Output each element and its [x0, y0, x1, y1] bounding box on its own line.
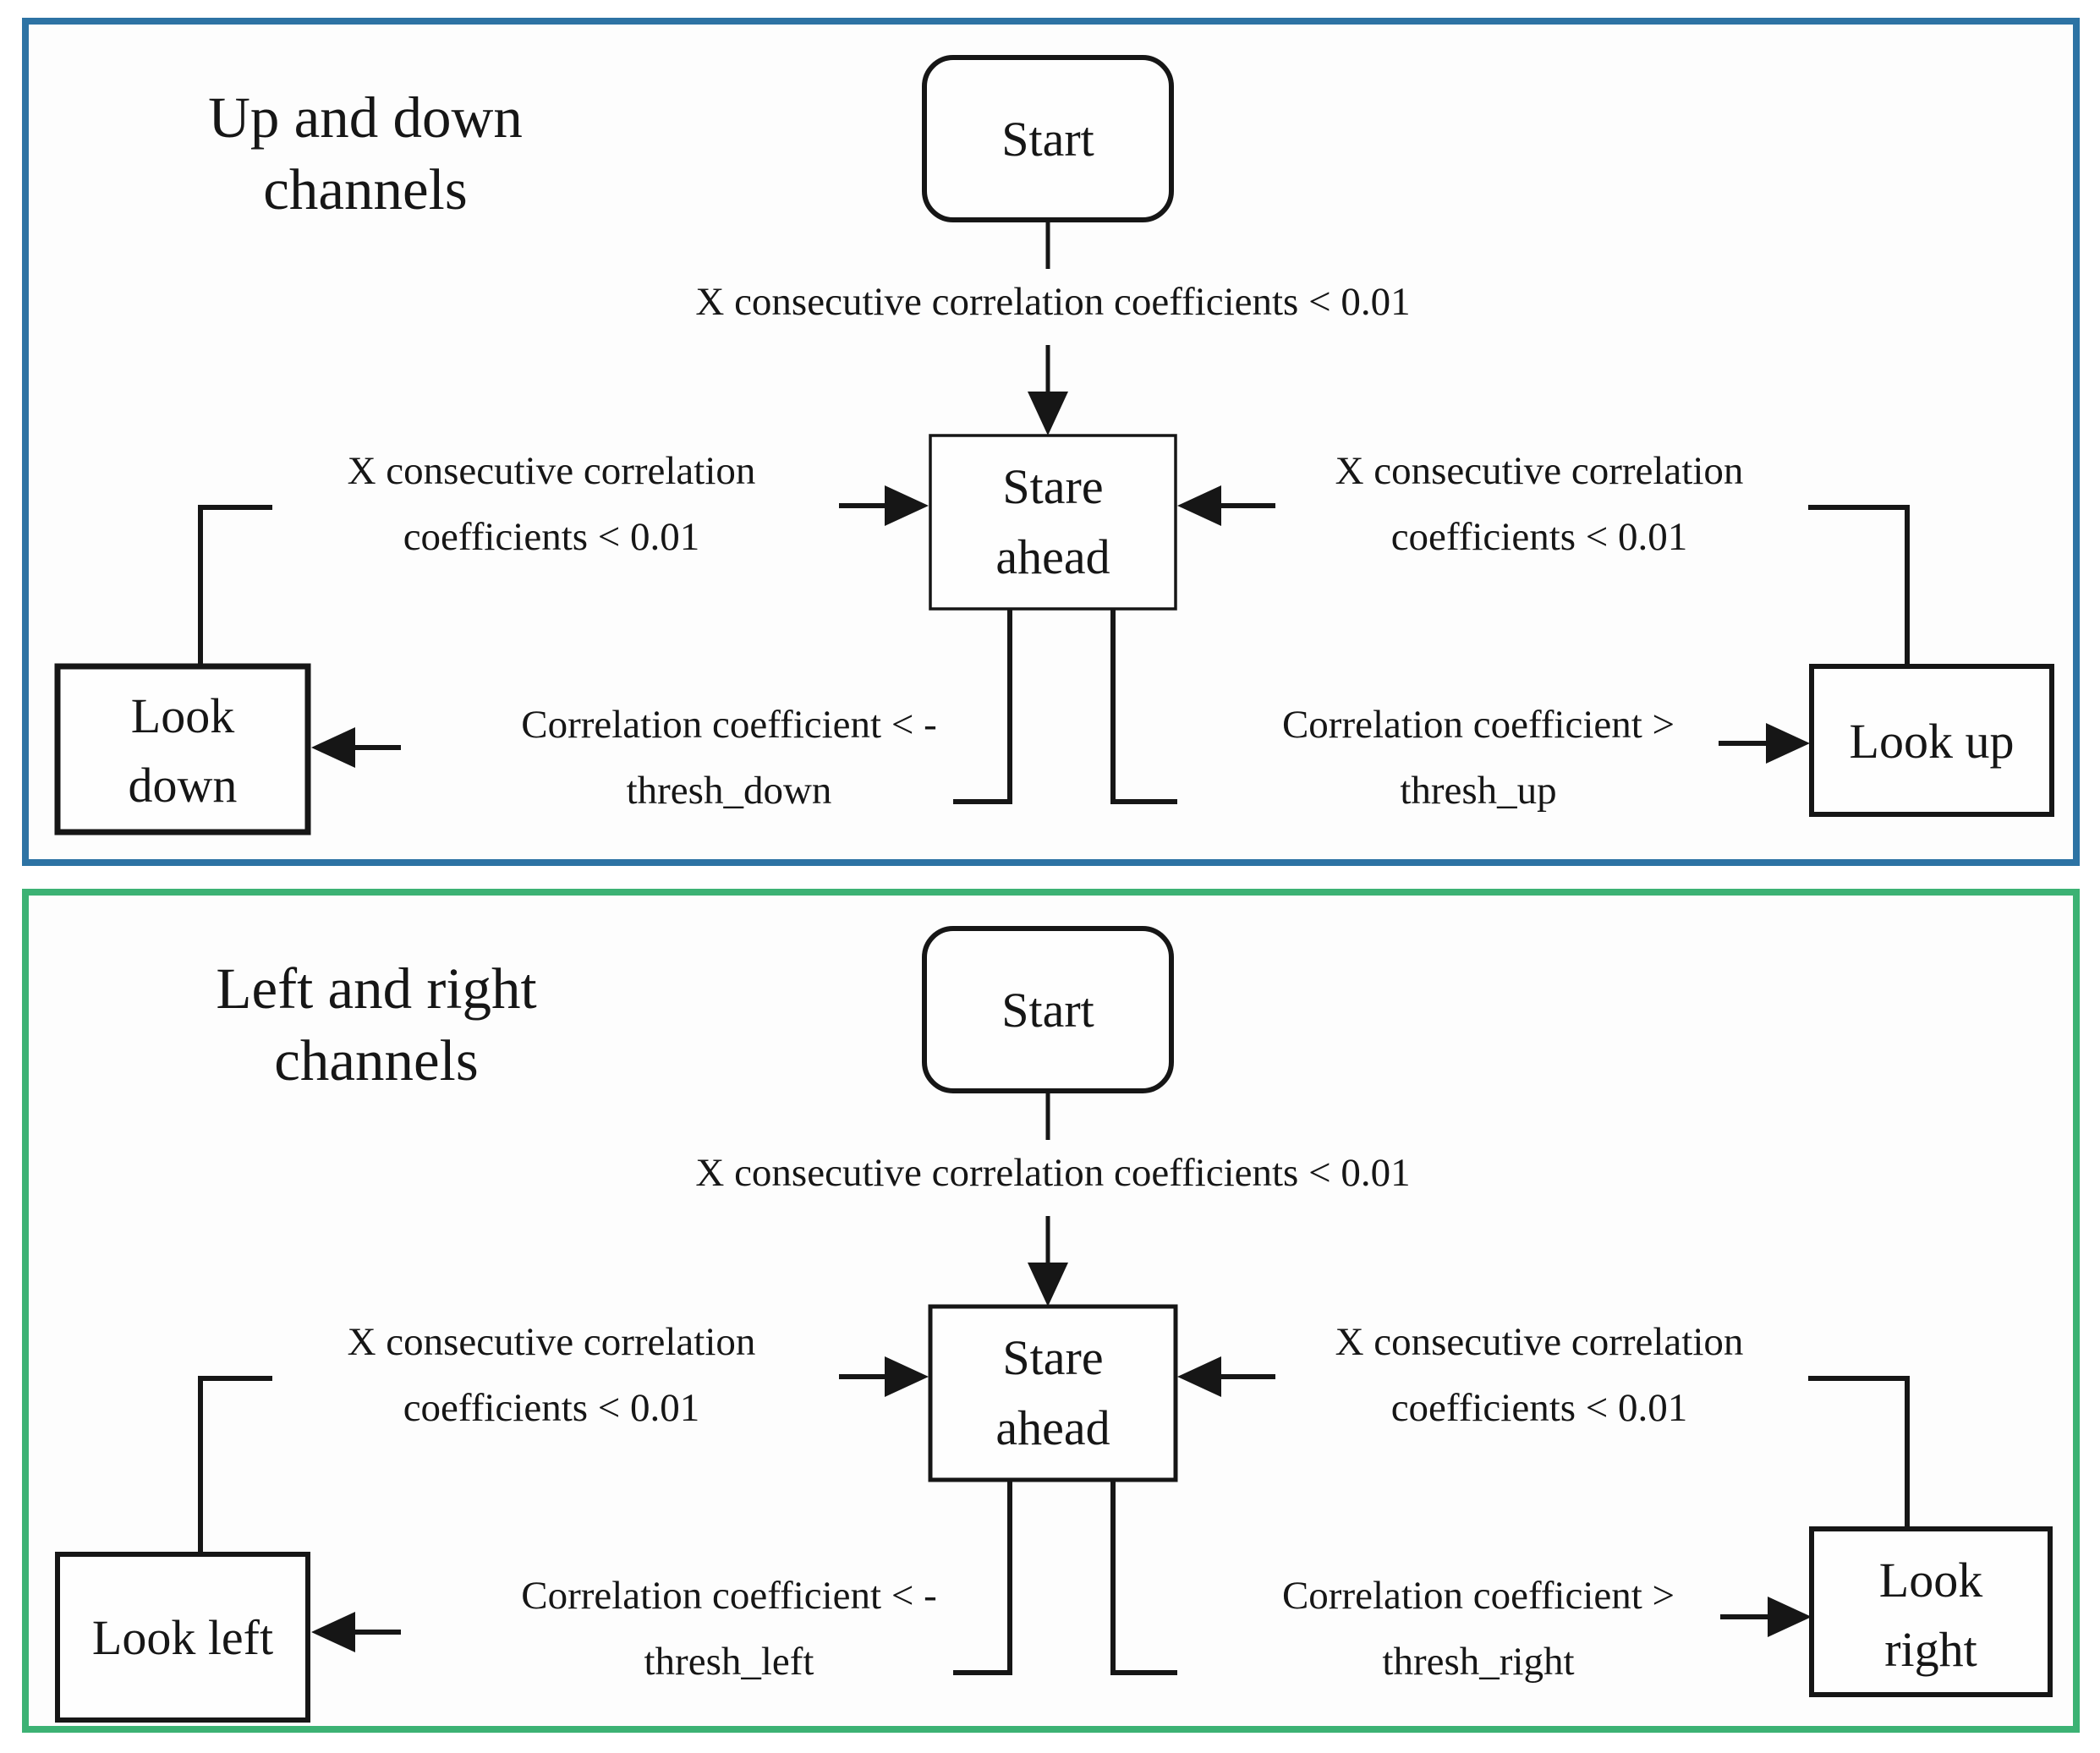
panel-heading-line2: channels [263, 157, 467, 222]
arrowhead-into-stare-right [1177, 1356, 1221, 1397]
connector-lookleft-return-elbow [198, 1376, 272, 1554]
look-down-label-line2: down [129, 758, 238, 813]
connector-lookup-return-elbow [1808, 505, 1910, 666]
connector-stare-exit-right-leg [1110, 609, 1177, 804]
arrowhead-into-stare-left [885, 1356, 929, 1397]
arrowhead-into-stare-right [1177, 485, 1221, 526]
right-return-label-line2: coefficients < 0.01 [1391, 515, 1688, 559]
right-return-label-line2: coefficients < 0.01 [1391, 1386, 1688, 1430]
stare-ahead-label-line2: ahead [995, 529, 1110, 584]
left-return-label-line2: coefficients < 0.01 [403, 1386, 700, 1430]
stare-ahead-node [928, 1304, 1178, 1482]
look-left-label-line1: Look left [92, 1610, 273, 1665]
right-condition-label-line2: thresh_right [1382, 1640, 1574, 1684]
connector-stare-exit-right-leg [1110, 1480, 1177, 1675]
left-return-label-line2: coefficients < 0.01 [403, 515, 700, 559]
look-up-label-line1: Look up [1850, 714, 2015, 769]
arrowhead-into-lookright [1768, 1597, 1812, 1637]
stare-ahead-node [929, 434, 1177, 611]
left-condition-label-line1: Correlation coefficient < - [521, 1574, 937, 1618]
left-return-label-line1: X consecutive correlation [348, 1320, 756, 1364]
look-left-node [55, 1552, 310, 1723]
arrowhead-into-stare-top [1028, 392, 1068, 436]
look-down-node [54, 663, 311, 835]
left-condition-label-line2: thresh_down [627, 769, 832, 813]
arrowhead-into-lookleft [311, 1612, 355, 1652]
right-return-label-line1: X consecutive correlation [1335, 1320, 1744, 1364]
connector-stare-exit-left-leg [953, 1480, 1012, 1675]
start-node-label: Start [1001, 983, 1094, 1038]
left-return-label-line1: X consecutive correlation [348, 449, 756, 493]
connector-lookdown-return-elbow [198, 505, 272, 666]
left-condition-label-line1: Correlation coefficient < - [521, 703, 937, 747]
look-right-label-line1: Look [1879, 1553, 1982, 1608]
look-up-node [1809, 664, 2054, 817]
stare-ahead-label-line1: Stare [1002, 459, 1103, 514]
transition-label-start-to-stare: X consecutive correlation coefficients <… [695, 1151, 1410, 1195]
panel-heading-line1: Up and down [208, 85, 523, 150]
look-right-label-line2: right [1884, 1622, 1977, 1677]
right-condition-label-line2: thresh_up [1400, 769, 1556, 813]
start-node-label: Start [1001, 112, 1094, 167]
stare-ahead-label-line2: ahead [995, 1400, 1110, 1455]
panel-heading-line2: channels [274, 1028, 478, 1093]
transition-label-start-to-stare: X consecutive correlation coefficients <… [695, 280, 1410, 324]
right-condition-label-line1: Correlation coefficient > [1282, 1574, 1675, 1618]
right-return-label-line1: X consecutive correlation [1335, 449, 1744, 493]
left-condition-label-line2: thresh_left [644, 1640, 814, 1684]
arrowhead-into-stare-top [1028, 1263, 1068, 1307]
arrowhead-into-stare-left [885, 485, 929, 526]
connector-lookright-return-elbow [1808, 1376, 1910, 1529]
arrowhead-into-lookdown [311, 727, 355, 768]
connector-stare-exit-left-leg [953, 609, 1012, 804]
panel-heading-line1: Left and right [216, 956, 536, 1021]
look-right-node [1809, 1526, 2053, 1697]
right-condition-label-line1: Correlation coefficient > [1282, 703, 1675, 747]
look-down-label-line1: Look [131, 688, 234, 743]
stare-ahead-label-line1: Stare [1002, 1330, 1103, 1385]
arrowhead-into-lookup [1766, 723, 1810, 764]
